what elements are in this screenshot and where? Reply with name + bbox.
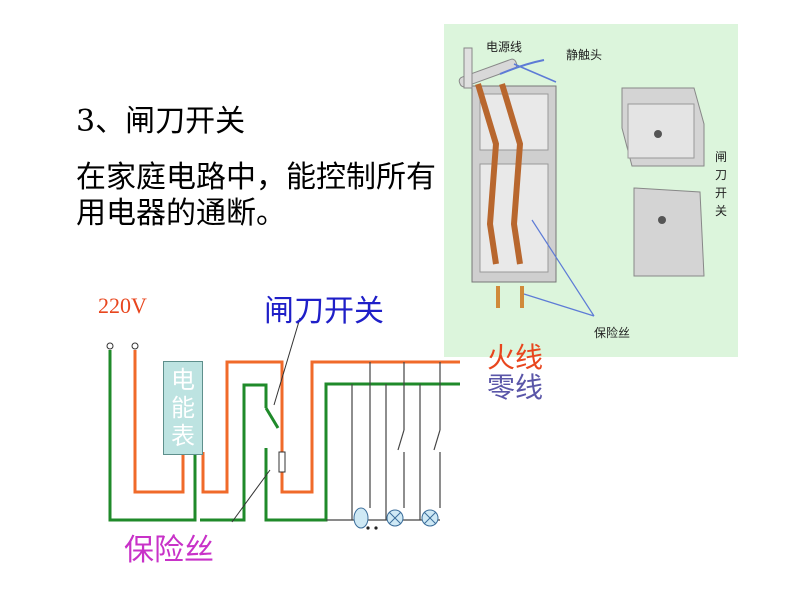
knife-switch-illustration: 电源线 静触头 保险丝 (444, 24, 738, 357)
branch-2-switch (397, 429, 405, 451)
neutral-wire-meter (200, 383, 268, 522)
switch-handle (458, 58, 518, 88)
knife-switch-label: 闸刀开关 (264, 294, 384, 329)
pointer-switch (273, 317, 301, 406)
label-static-contact: 静触头 (566, 48, 603, 62)
live-wire-input (133, 350, 185, 494)
energy-meter-label: 电能表 (171, 366, 195, 450)
knife-switch-drawing (458, 47, 705, 317)
label-power-wire: 电源线 (486, 40, 523, 54)
dot-2 (374, 526, 378, 530)
dot-1 (366, 526, 370, 530)
slide-heading: 3、闸刀开关 (76, 104, 246, 139)
pointer-fuse-2 (523, 293, 595, 317)
bulb-1-icon (353, 507, 369, 529)
neutral-wire-label: 零线 (487, 371, 544, 404)
blade-piece-upper-hole (654, 130, 662, 138)
label-knife-switch-vertical: 闸刀开关 (714, 150, 727, 218)
blade-right (499, 83, 524, 265)
live-wire-label: 火线 (487, 341, 544, 374)
lamp-2-icon (386, 509, 404, 527)
fuse-wire-left (496, 286, 500, 308)
fuse-label: 保险丝 (124, 533, 214, 568)
blade-piece-lower-hole (658, 216, 666, 224)
neutral-wire-input (108, 350, 197, 522)
pointer-fuse-1 (531, 219, 595, 317)
pointer-fuse (231, 469, 271, 523)
handle-grip (463, 47, 473, 89)
power-wire (499, 59, 545, 75)
slide-description: 在家庭电路中，能控制所有用电器的通断。 (76, 160, 436, 231)
pointer-static-contact (513, 63, 557, 83)
lamp-3-icon (421, 509, 439, 527)
live-wire-main (201, 360, 460, 494)
blade-piece-lower (633, 187, 705, 277)
voltage-label: 220V (98, 293, 147, 318)
fuse-wire-right (520, 286, 524, 308)
energy-meter (163, 361, 203, 455)
blade-left (475, 83, 500, 265)
switch-blade-neutral (264, 407, 280, 429)
terminal-right (131, 342, 139, 350)
branch-3-switch (433, 429, 441, 451)
neutral-wire-main (264, 382, 460, 522)
blade-piece-upper-face (627, 103, 695, 159)
terminal-left (106, 342, 114, 350)
label-photo-fuse: 保险丝 (594, 326, 631, 340)
fuse-element (278, 451, 286, 473)
